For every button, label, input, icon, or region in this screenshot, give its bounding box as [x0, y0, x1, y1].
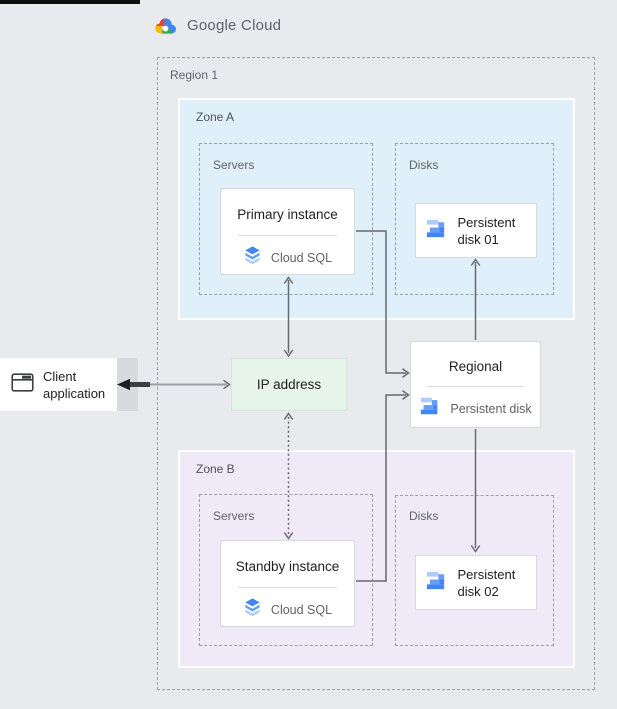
cloud-sql-icon	[243, 245, 262, 271]
zone-a-servers-label: Servers	[213, 158, 255, 172]
google-cloud-logo-icon	[152, 15, 179, 37]
zone-b-label: Zone B	[196, 462, 235, 476]
standby-instance-card: Standby instance Cloud SQL	[220, 540, 355, 627]
regional-card-subtitle: Persistent disk	[450, 401, 532, 416]
client-application-title: Client application	[43, 368, 106, 401]
region-boundary	[157, 57, 595, 690]
zone-b-servers-label: Servers	[213, 509, 255, 523]
client-app-icon	[11, 372, 34, 397]
logo-brand-text: Google	[187, 17, 237, 34]
persistent-disk-01-card: Persistent disk 01	[415, 203, 537, 258]
ip-address-label: IP address	[256, 377, 322, 392]
persistent-disk-01-title: Persistent disk 01	[457, 214, 516, 247]
zone-a-disks-label: Disks	[409, 158, 439, 172]
client-application-card: Client application	[0, 358, 117, 411]
zone-b-disks-label: Disks	[409, 509, 439, 523]
region-label: Region 1	[170, 68, 219, 82]
persistent-disk-icon	[425, 217, 448, 245]
primary-instance-product-label: Cloud SQL	[270, 251, 333, 265]
persistent-disk-icon	[425, 569, 448, 597]
divider	[427, 386, 524, 387]
persistent-disk-02-card: Persistent disk 02	[415, 555, 537, 610]
persistent-disk-02-title: Persistent disk 02	[457, 566, 516, 599]
standby-instance-product-label: Cloud SQL	[270, 603, 333, 617]
cloud-sql-icon	[243, 597, 262, 623]
top-accent-bar	[0, 0, 140, 4]
zone-a-disks-group	[395, 143, 554, 295]
primary-instance-title: Primary instance	[237, 207, 338, 222]
standby-instance-title: Standby instance	[235, 559, 340, 574]
primary-instance-card: Primary instance Cloud SQL	[220, 188, 355, 275]
divider	[238, 235, 337, 236]
logo-product-text: Cloud	[241, 17, 282, 34]
ip-address-box: IP address	[231, 358, 347, 411]
zone-a-servers-group	[199, 143, 373, 295]
client-card-edge	[117, 358, 138, 411]
regional-card-title: Regional	[448, 359, 503, 374]
google-cloud-logo: Google Cloud	[152, 15, 281, 37]
divider	[238, 587, 337, 588]
persistent-disk-icon	[419, 395, 441, 422]
zone-a-label: Zone A	[196, 110, 235, 124]
regional-persistent-disk-card: Regional Persistent disk	[410, 341, 541, 428]
